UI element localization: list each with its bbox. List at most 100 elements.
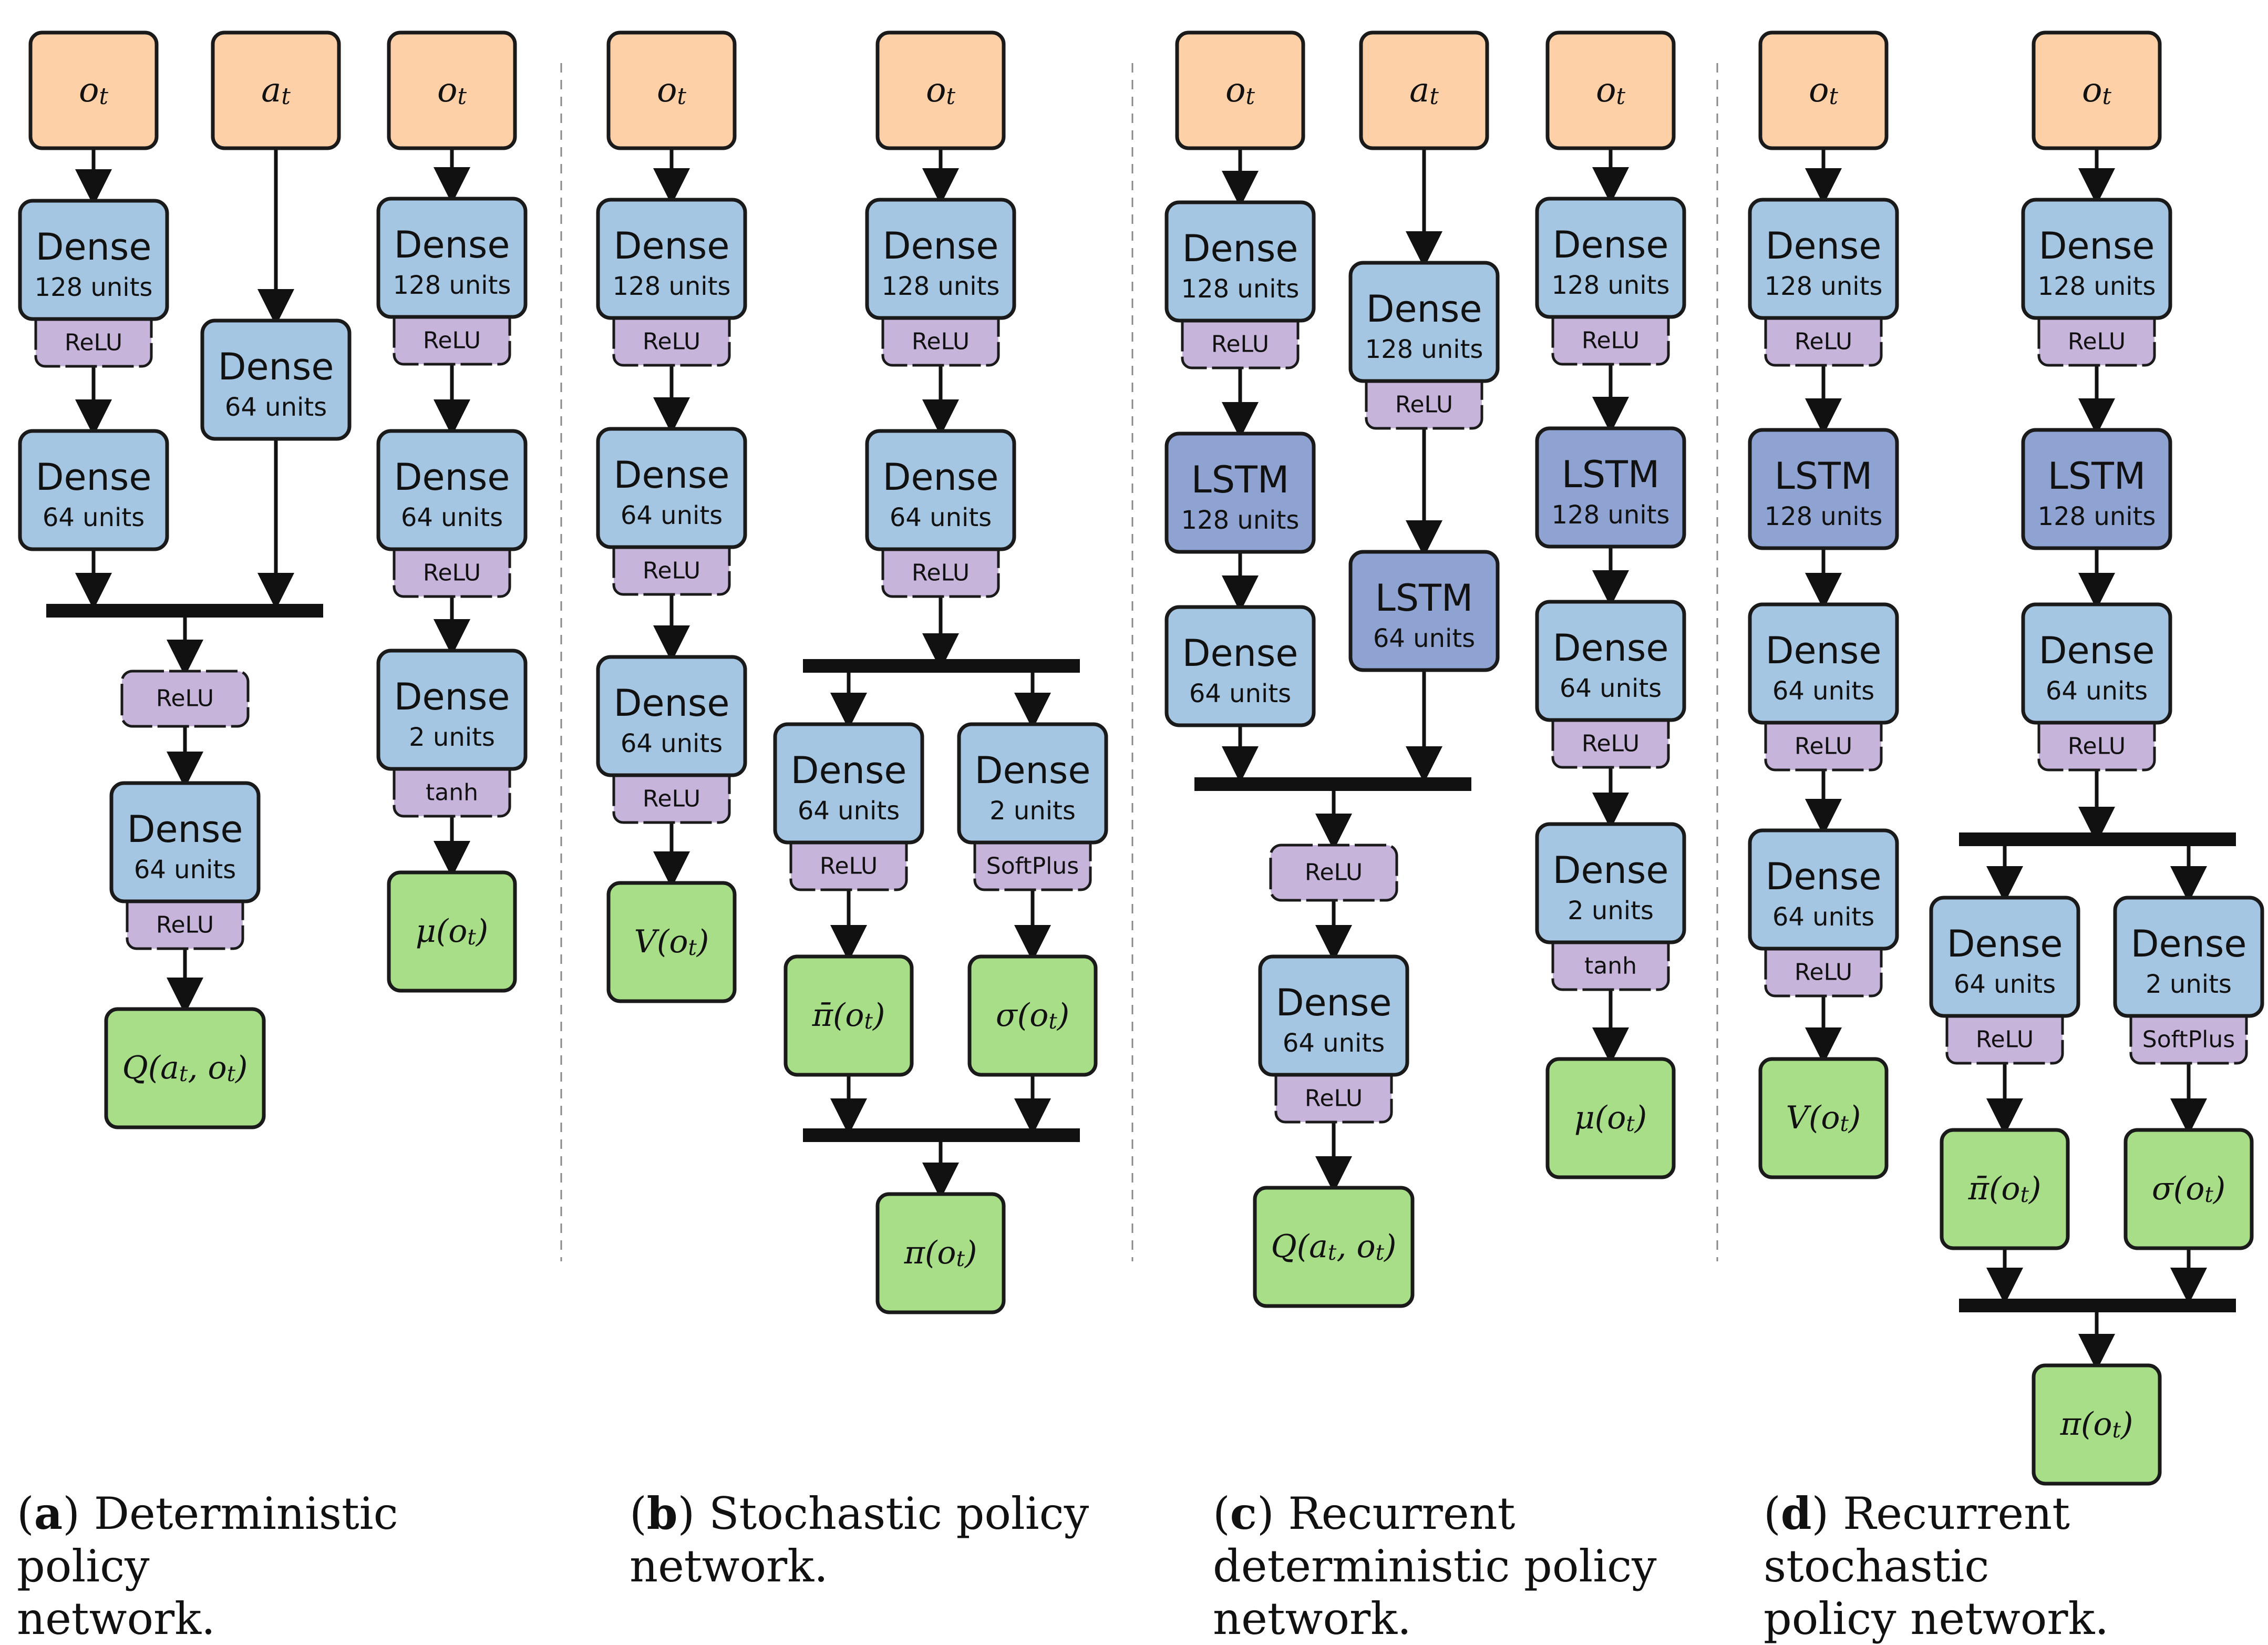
b-value-dense-64b-activation: ReLU	[643, 786, 700, 813]
b-policy-dense-64-title: Dense	[883, 456, 999, 499]
a-actor-dense-64-title: Dense	[394, 456, 510, 499]
c-critic-obs-input-label: ot	[1225, 71, 1255, 110]
a-actor-dense-2-title: Dense	[394, 675, 510, 718]
a-concat-bar	[46, 604, 323, 618]
c-actor-dense-2-title: Dense	[1553, 849, 1669, 892]
c-actor-dense-128-activation: ReLU	[1582, 327, 1640, 354]
a-critic-dense-64-title: Dense	[36, 456, 152, 499]
b-std-dense-2-title: Dense	[975, 749, 1091, 792]
c-actor-lstm-128-units: 128 units	[1552, 500, 1670, 530]
c-actor-dense-64-activation: ReLU	[1582, 731, 1640, 757]
d-mean-dense-64-activation: ReLU	[1976, 1026, 2034, 1053]
b-value-dense-64-activation: ReLU	[643, 558, 700, 584]
a-actor-dense-64-activation: ReLU	[423, 560, 481, 587]
b-v-output: V(ot)	[606, 881, 737, 1003]
d-value-dense-64-units: 64 units	[1772, 676, 1874, 706]
b-policy-dense-128-activation: ReLU	[912, 328, 970, 355]
caption-a-letter: a	[34, 1487, 63, 1539]
a-q-output-label: Q(at, ot)	[122, 1050, 248, 1086]
b-pibar-output-label: π̄(ot)	[812, 997, 885, 1034]
d-value-lstm-128-units: 128 units	[1765, 502, 1883, 531]
a-actor-dense-128-activation: ReLU	[423, 327, 481, 354]
d-std-dense-2-units: 2 units	[2146, 970, 2232, 999]
c-q-output-label: Q(at, ot)	[1271, 1228, 1397, 1265]
d-value-dense-64-activation: ReLU	[1795, 733, 1852, 760]
a-critic-dense-out-units: 64 units	[134, 855, 236, 885]
a-actor-dense-128-title: Dense	[394, 223, 510, 266]
d-value-dense-128-activation: ReLU	[1795, 328, 1852, 355]
d-policy-dense-64-units: 64 units	[2046, 676, 2148, 706]
c-critic-dense-out-units: 64 units	[1283, 1029, 1385, 1058]
c-merge-relu-label: ReLU	[1305, 859, 1363, 886]
a-mu-output: μ(ot)	[387, 870, 517, 993]
a-actor-dense-64-units: 64 units	[401, 503, 503, 532]
b-value-obs-input: ot	[606, 30, 737, 150]
c-critic-obs-input: ot	[1175, 30, 1305, 150]
b-value-dense-128-title: Dense	[614, 224, 730, 268]
caption-a: (a) Deterministic policy network.	[17, 1487, 398, 1644]
c-critic-dense-64-units: 64 units	[1189, 679, 1291, 708]
caption-b-line2: network.	[630, 1540, 828, 1592]
a-critic-dense-128-title: Dense	[36, 225, 152, 269]
a-critic-dense-64-units: 64 units	[43, 503, 145, 532]
a-actor-obs-input-label: ot	[437, 71, 467, 110]
d-merge-bar	[1959, 1299, 2236, 1312]
caption-a-line2: network.	[17, 1593, 215, 1644]
caption-d: (d) Recurrent stochastic policy network.	[1764, 1487, 2109, 1644]
b-split-bar	[803, 659, 1080, 673]
c-critic-dense-128-title: Dense	[1182, 227, 1298, 270]
c-mu-output-label: μ(ot)	[1574, 1099, 1647, 1136]
b-policy-dense-64-activation: ReLU	[912, 560, 970, 587]
d-policy-dense-128-units: 128 units	[2038, 272, 2156, 301]
c-merge-relu: ReLU	[1269, 844, 1398, 902]
b-pibar-output: π̄(ot)	[784, 954, 914, 1077]
b-value-dense-128-activation: ReLU	[643, 328, 700, 355]
caption-c-line1: Recurrent	[1274, 1488, 1516, 1539]
c-q-output: Q(at, ot)	[1253, 1186, 1415, 1308]
caption-b: (b) Stochastic policy network.	[630, 1487, 1089, 1592]
b-std-dense-2-activation: SoftPlus	[986, 853, 1079, 880]
caption-a-line1: Deterministic policy	[17, 1488, 398, 1592]
d-pi-output-label: π(ot)	[2060, 1406, 2133, 1443]
caption-d-line1: Recurrent stochastic	[1764, 1488, 2070, 1592]
a-critic-obs-input-label: ot	[79, 71, 109, 110]
c-critic-dense-out-title: Dense	[1276, 981, 1392, 1024]
c-mu-output: μ(ot)	[1545, 1057, 1676, 1179]
b-pi-output: π(ot)	[875, 1192, 1006, 1314]
a-critic-obs-input: ot	[28, 30, 159, 150]
caption-c-line3: network.	[1213, 1593, 1411, 1644]
d-policy-lstm-128-title: LSTM	[2048, 455, 2146, 498]
c-critic-action-input-label: at	[1409, 71, 1439, 110]
caption-c-letter: c	[1230, 1487, 1257, 1539]
d-mean-dense-64-units: 64 units	[1954, 970, 2056, 999]
b-std-dense-2-units: 2 units	[989, 796, 1076, 826]
c-critic-dense-out-activation: ReLU	[1305, 1085, 1363, 1112]
b-sigma-output-label: σ(ot)	[996, 997, 1069, 1034]
b-value-dense-64-units: 64 units	[621, 501, 723, 530]
a-critic-dense-128-activation: ReLU	[65, 330, 122, 356]
d-policy-dense-64-activation: ReLU	[2068, 733, 2126, 760]
a-actor-dense-128-units: 128 units	[393, 271, 511, 300]
c-actor-dense-128-units: 128 units	[1552, 271, 1670, 300]
a-critic-action-dense-64-title: Dense	[218, 345, 334, 388]
a-merge-relu-label: ReLU	[156, 685, 214, 712]
